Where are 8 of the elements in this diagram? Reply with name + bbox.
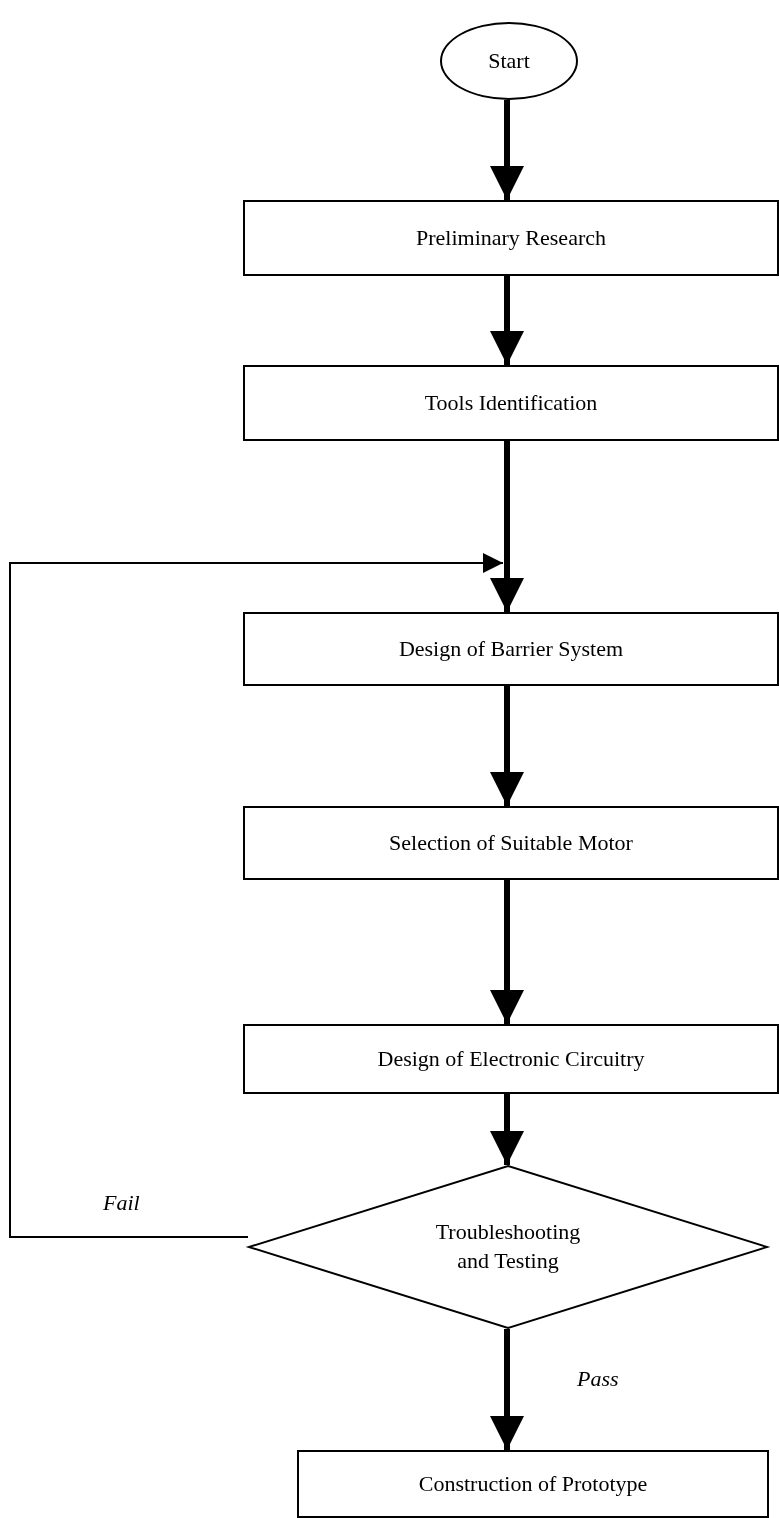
process-box: Tools Identification [243, 365, 779, 441]
start-ellipse: Start [440, 22, 578, 100]
process-box: Construction of Prototype [297, 1450, 769, 1518]
process-box: Selection of Suitable Motor [243, 806, 779, 880]
decision-diamond: Troubleshooting and Testing [248, 1165, 768, 1329]
process-box: Design of Electronic Circuitry [243, 1024, 779, 1094]
process-box: Preliminary Research [243, 200, 779, 276]
process-box: Design of Barrier System [243, 612, 779, 686]
